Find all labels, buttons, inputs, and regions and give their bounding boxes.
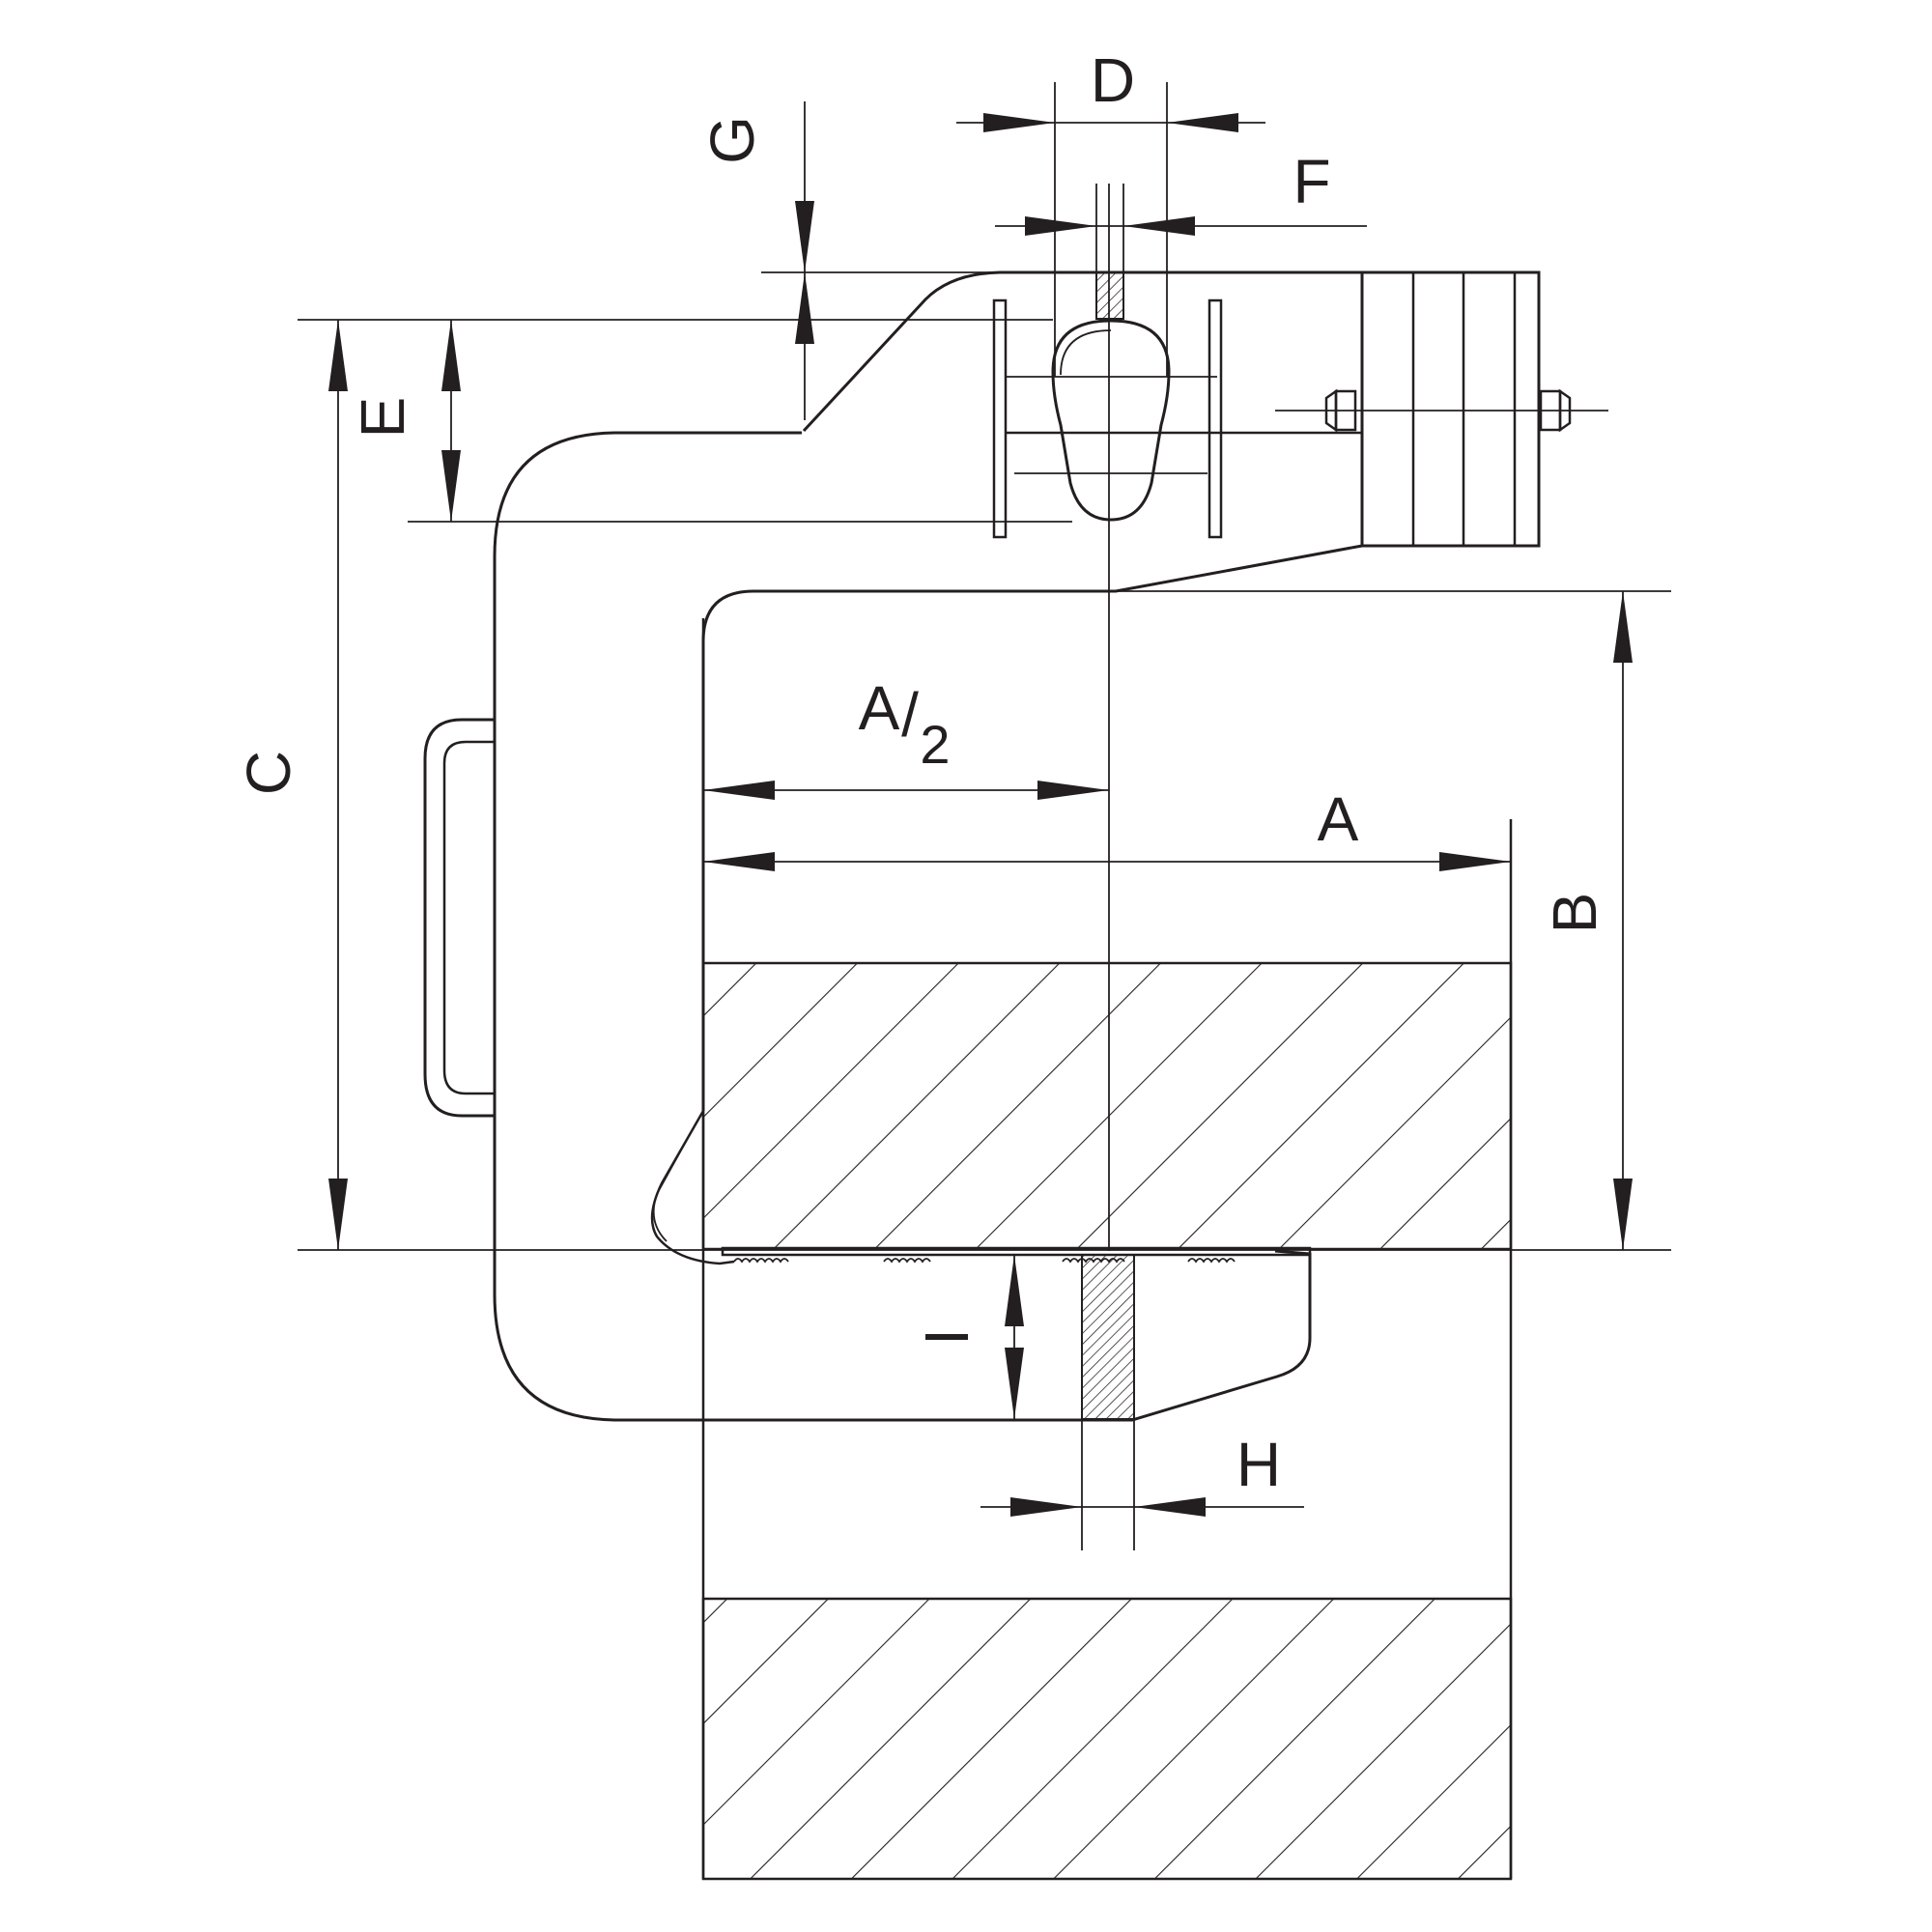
label-A-half-den: 2 (920, 714, 950, 775)
label-E: E (348, 397, 417, 439)
label-H: H (1236, 1430, 1281, 1499)
dimension-H: H (980, 1430, 1304, 1517)
upper-workpiece (701, 961, 1513, 1251)
dimension-C: C (234, 320, 348, 1250)
label-G: G (697, 116, 767, 164)
dimension-I: I (912, 1255, 1024, 1419)
dimension-G: G (697, 101, 814, 420)
dimension-A-half: A / 2 (703, 673, 1109, 800)
label-A: A (1318, 784, 1359, 854)
label-D: D (1091, 45, 1135, 115)
lower-jaw-pad (721, 1246, 1312, 1420)
label-B: B (1540, 893, 1609, 934)
counterweight-bolt (1275, 388, 1608, 433)
label-A-half-num: A (859, 673, 900, 743)
dimension-D: D (956, 45, 1265, 132)
label-I: I (912, 1328, 981, 1346)
extension-lines (298, 82, 1671, 1550)
clamp-body (423, 270, 1541, 1422)
label-F: F (1293, 147, 1330, 216)
label-C: C (234, 751, 303, 795)
lower-workpiece (701, 1597, 1513, 1881)
dimension-F: F (995, 147, 1367, 236)
dimension-B: B (1540, 591, 1633, 1250)
dimension-A: A (703, 784, 1511, 871)
dimension-E: E (348, 320, 461, 522)
label-A-half-slash: / (901, 680, 919, 750)
pivot-assembly (992, 271, 1362, 539)
